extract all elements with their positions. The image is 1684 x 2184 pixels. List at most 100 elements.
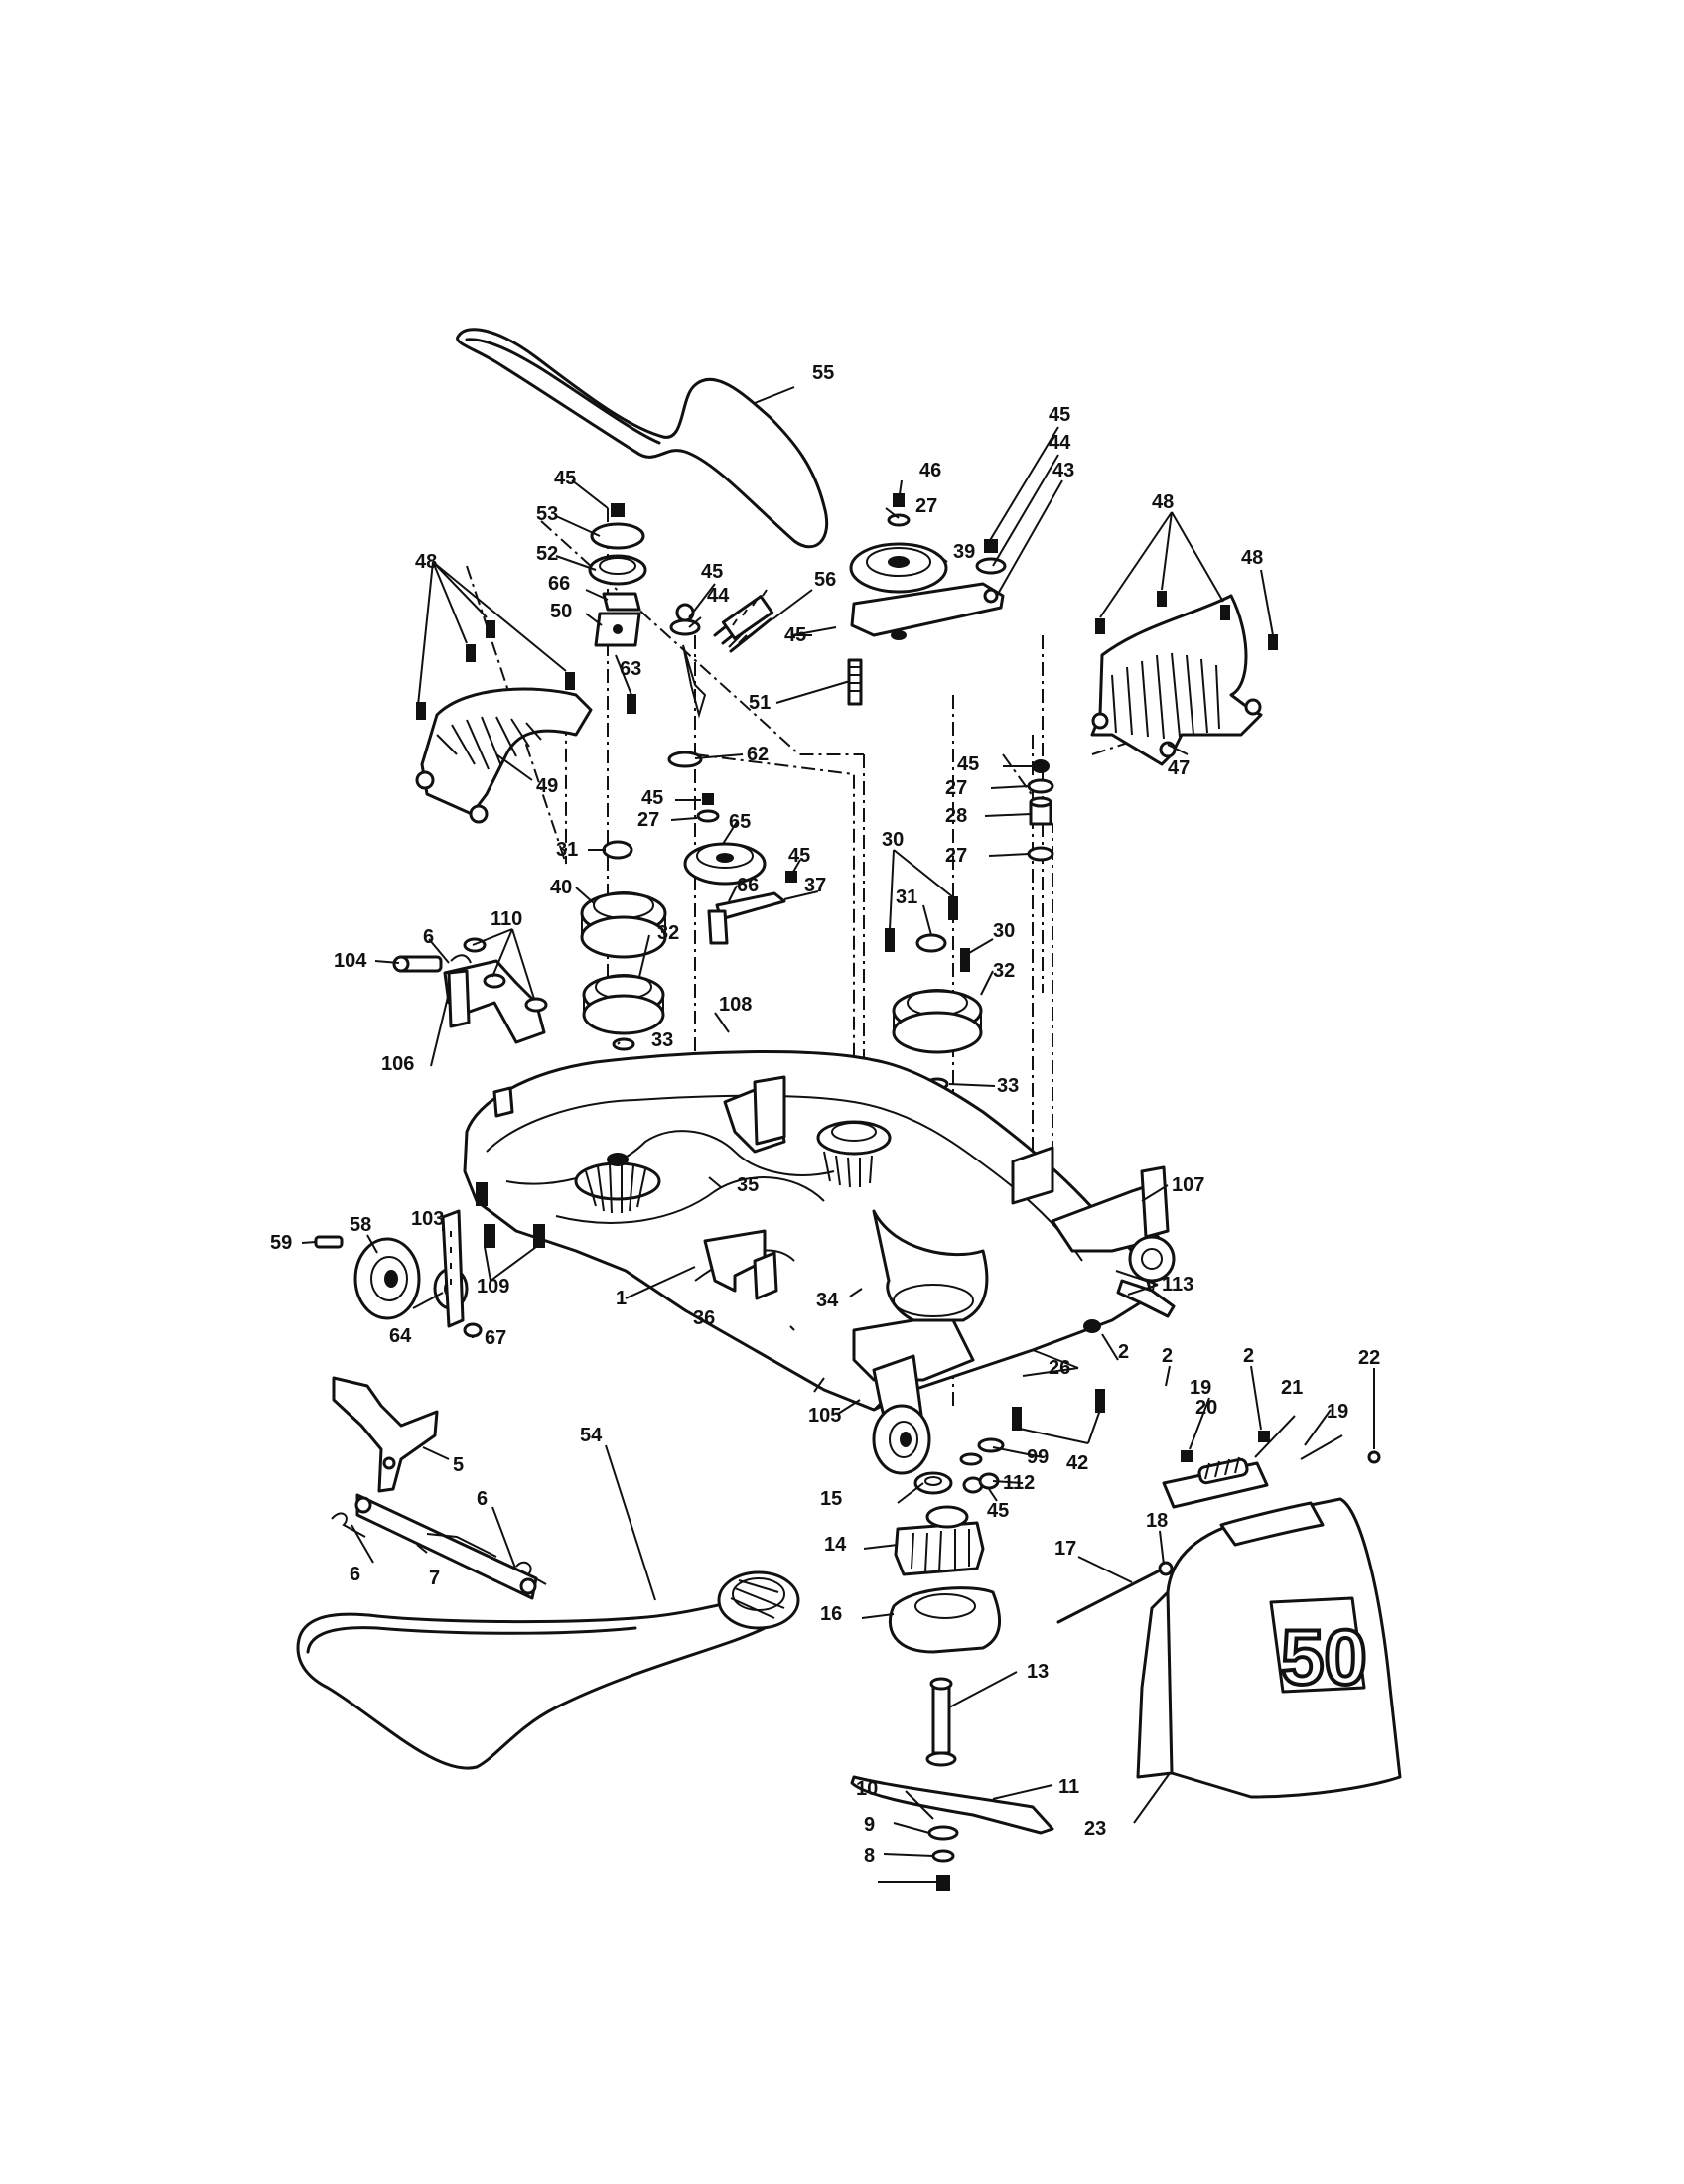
callout-21: 21 <box>1281 1377 1303 1399</box>
discharge-deflector: 50 <box>1056 1431 1402 1799</box>
callout-26: 26 <box>1049 1357 1070 1379</box>
callout-39: 39 <box>953 541 975 563</box>
callout-17: 17 <box>1054 1538 1076 1560</box>
left-hanger-bracket <box>392 937 548 1118</box>
center-idler-assembly <box>683 793 797 945</box>
left-belt-guard <box>415 620 593 824</box>
callout-32: 32 <box>657 922 679 944</box>
callout-45: 45 <box>957 753 979 775</box>
small-hardware <box>959 1319 1105 1494</box>
springs <box>713 589 863 706</box>
callout-109: 109 <box>477 1276 509 1297</box>
callout-5: 5 <box>453 1454 464 1476</box>
callout-19: 19 <box>1327 1401 1348 1423</box>
callout-30: 30 <box>882 829 904 851</box>
callout-66: 66 <box>737 875 759 896</box>
callout-13: 13 <box>1027 1661 1049 1683</box>
callout-43: 43 <box>1052 460 1074 481</box>
callout-103: 103 <box>411 1208 444 1230</box>
callout-66: 66 <box>548 573 570 595</box>
callout-64: 64 <box>389 1325 412 1347</box>
callout-113: 113 <box>1162 1274 1193 1296</box>
callout-37: 37 <box>804 875 826 896</box>
callout-45: 45 <box>554 468 576 489</box>
callout-6: 6 <box>423 926 434 948</box>
callout-9: 9 <box>864 1814 875 1836</box>
callout-19: 19 <box>1190 1377 1211 1399</box>
callout-31: 31 <box>896 887 917 908</box>
callout-32: 32 <box>993 960 1015 982</box>
callout-110: 110 <box>491 908 522 930</box>
callout-53: 53 <box>536 503 558 525</box>
callout-6: 6 <box>477 1488 488 1510</box>
callout-49: 49 <box>536 775 558 797</box>
callout-99: 99 <box>1027 1446 1049 1468</box>
callout-1: 1 <box>616 1288 627 1309</box>
callout-11: 11 <box>1058 1776 1079 1798</box>
deck-housing <box>463 1050 1164 1412</box>
front-gauge-wheel <box>872 1404 931 1475</box>
deck-size-badge: 50 <box>1281 1613 1367 1701</box>
callout-42: 42 <box>1066 1452 1088 1474</box>
callout-62: 62 <box>747 744 769 765</box>
callout-59: 59 <box>270 1232 292 1254</box>
callout-22: 22 <box>1358 1347 1380 1369</box>
callout-45: 45 <box>987 1500 1009 1522</box>
idler-arm-assembly <box>849 493 1007 640</box>
callout-67: 67 <box>485 1327 506 1349</box>
lift-linkage <box>331 1376 547 1600</box>
callout-55: 55 <box>812 362 834 384</box>
callout-20: 20 <box>1195 1397 1217 1419</box>
callout-52: 52 <box>536 543 558 565</box>
callout-46: 46 <box>919 460 941 481</box>
callout-106: 106 <box>381 1053 414 1075</box>
callout-27: 27 <box>637 809 659 831</box>
callout-51: 51 <box>749 692 771 714</box>
callout-108: 108 <box>719 994 752 1016</box>
callout-44: 44 <box>707 585 730 607</box>
callout-107: 107 <box>1172 1174 1204 1196</box>
callout-33: 33 <box>997 1075 1019 1097</box>
callout-40: 40 <box>550 877 572 898</box>
callout-58: 58 <box>350 1214 371 1236</box>
callout-48: 48 <box>1241 547 1263 569</box>
callout-labels: 55 45 53 52 66 50 48 48 48 46 27 39 45 4… <box>270 362 1380 1867</box>
right-spindle-pulleys <box>885 896 983 1091</box>
callout-14: 14 <box>824 1534 847 1556</box>
callout-50: 50 <box>550 601 572 622</box>
callout-45: 45 <box>788 845 810 867</box>
left-idler-stack <box>588 503 707 768</box>
callout-15: 15 <box>820 1488 842 1510</box>
callout-35: 35 <box>737 1174 759 1196</box>
callout-47: 47 <box>1168 757 1190 779</box>
callout-45: 45 <box>1049 404 1070 426</box>
callout-30: 30 <box>993 920 1015 942</box>
callout-44: 44 <box>1049 432 1071 454</box>
callout-18: 18 <box>1146 1510 1168 1532</box>
blade-spindle-assembly <box>850 1471 1054 1891</box>
callout-54: 54 <box>580 1425 603 1446</box>
callout-105: 105 <box>808 1405 841 1427</box>
callout-23: 23 <box>1084 1818 1106 1840</box>
callout-56: 56 <box>814 569 836 591</box>
callout-2: 2 <box>1243 1345 1254 1367</box>
deck-drive-belt <box>456 328 829 549</box>
callout-33: 33 <box>651 1029 673 1051</box>
leader-lines <box>301 386 1375 1883</box>
callout-27: 27 <box>915 495 937 517</box>
callout-8: 8 <box>864 1845 875 1867</box>
callout-27: 27 <box>945 845 967 867</box>
callout-31: 31 <box>556 839 578 861</box>
callout-27: 27 <box>945 777 967 799</box>
callout-104: 104 <box>334 950 367 972</box>
lower-belt <box>296 1570 800 1770</box>
callout-45: 45 <box>641 787 663 809</box>
callout-45: 45 <box>784 624 806 646</box>
callout-2: 2 <box>1118 1341 1129 1363</box>
callout-28: 28 <box>945 805 967 827</box>
callout-36: 36 <box>693 1307 715 1329</box>
callout-16: 16 <box>820 1603 842 1625</box>
callout-2: 2 <box>1162 1345 1173 1367</box>
callout-45: 45 <box>701 561 723 583</box>
